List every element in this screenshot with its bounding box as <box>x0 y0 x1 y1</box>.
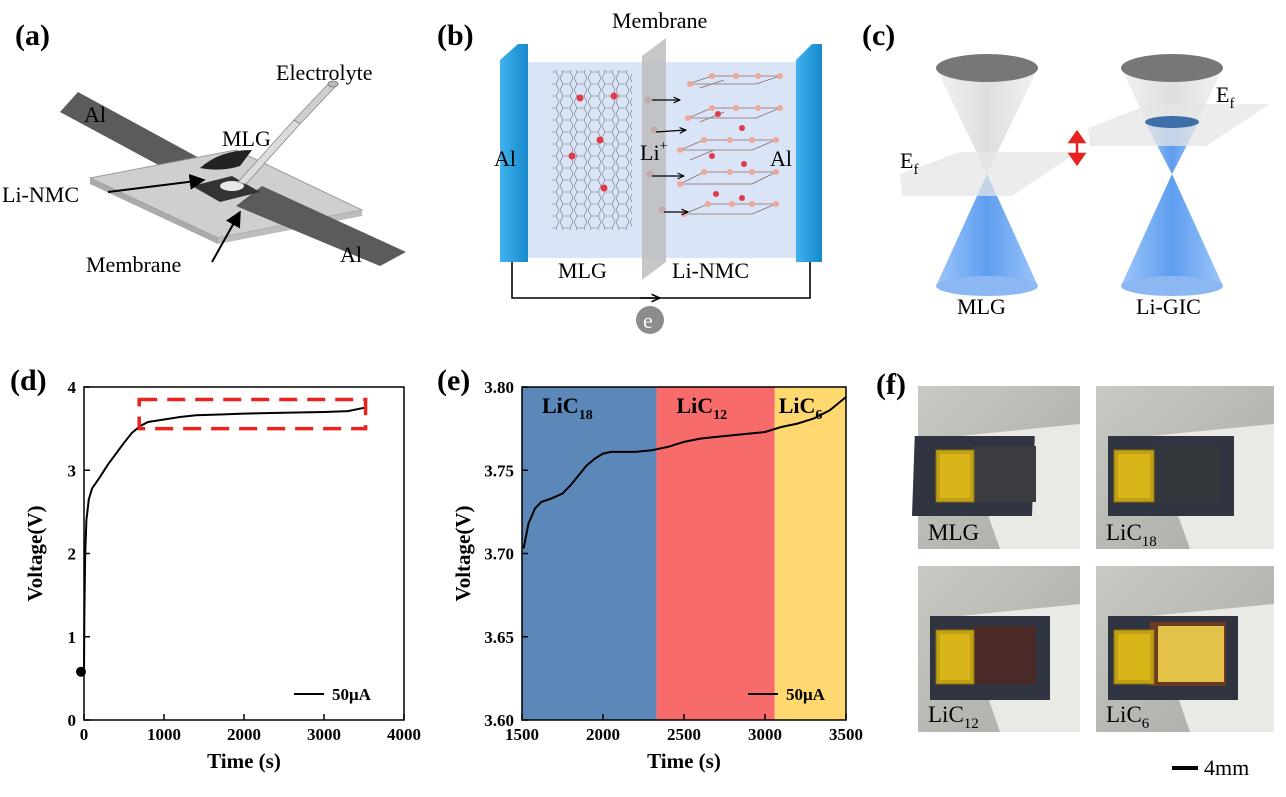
plot-frame <box>83 386 405 721</box>
panel-a-label: (a) <box>15 19 50 52</box>
panel-c-label: (c) <box>862 19 895 52</box>
membrane-top-label: Membrane <box>612 8 707 33</box>
y-axis-title: Voltage(V) <box>451 505 475 601</box>
al-left-label: Al <box>494 146 516 171</box>
electrolyte-label: Electrolyte <box>276 60 373 85</box>
mlg-graphite <box>552 70 632 230</box>
al-electrode-right <box>796 44 822 262</box>
nmc-atoms <box>677 73 783 217</box>
dirac-cone-li-gic <box>1088 54 1270 296</box>
photo-lic12: LiC12 <box>918 566 1080 732</box>
x-tick-label: 3500 <box>829 725 863 744</box>
voltage-curve <box>522 396 847 549</box>
fermi-plane-mlg <box>900 152 1078 196</box>
photo-lic6: LiC6 <box>1096 566 1274 732</box>
x-axis-title: Time (s) <box>647 749 721 773</box>
mlg-flake <box>200 150 252 170</box>
mlg-label: MLG <box>222 126 271 151</box>
y-tick-label: 2 <box>68 545 77 564</box>
y-tick-label: 3.65 <box>484 628 514 647</box>
legend-label: 50μA <box>332 685 372 704</box>
li-plus-label: Li+ <box>640 139 668 165</box>
panel-c: (c) Ef Ef MLG Li-GIC <box>862 19 1270 319</box>
x-tick-label: 2000 <box>586 725 620 744</box>
x-tick-label: 0 <box>80 725 89 744</box>
voltage-curve <box>83 406 365 672</box>
y-tick-label: 3.70 <box>484 545 514 564</box>
panel-f-label: (f) <box>876 368 906 401</box>
panel-e-label: (e) <box>437 364 470 397</box>
photo-mlg-label: MLG <box>928 520 979 545</box>
li-ion-arrows <box>652 100 688 212</box>
photo-mlg: MLG <box>911 386 1080 549</box>
mlg-c-label: MLG <box>957 294 1006 319</box>
x-tick-label: 1000 <box>147 725 181 744</box>
electron-label: e <box>643 308 653 333</box>
photo-lic18: LiC18 <box>1096 386 1274 550</box>
panel-e: (e) LiC18 LiC12 LiC6 1500 2000 2500 3000 3500 3.… <box>437 364 863 773</box>
membrane-arrow <box>211 210 241 263</box>
phase-label-1: LiC12 <box>676 393 727 423</box>
panel-b-label: (b) <box>437 19 474 52</box>
photo-lic6-label: LiC6 <box>1106 702 1150 732</box>
y-tick-label: 3.80 <box>484 378 514 397</box>
phase-region-1 <box>656 387 775 720</box>
y-tick-label: 3 <box>68 461 77 480</box>
y-tick-label: 1 <box>68 628 77 647</box>
membrane-label: Membrane <box>86 252 181 277</box>
phase-label-2: LiC6 <box>779 393 823 423</box>
x-tick-label: 2000 <box>227 725 261 744</box>
x-tick-label: 3000 <box>307 725 341 744</box>
y-tick-label: 3.75 <box>484 461 514 480</box>
panel-f: (f) MLG LiC18 L <box>876 368 1274 780</box>
x-tick-label: 3000 <box>748 725 782 744</box>
dirac-cone-mlg <box>900 54 1078 296</box>
x-axis-title: Time (s) <box>207 749 281 773</box>
al-electrode-left <box>500 44 528 262</box>
y-tick-label: 3.60 <box>484 711 514 730</box>
panel-d-label: (d) <box>10 364 47 397</box>
electron-icon <box>636 306 664 334</box>
al-bottom-label: Al <box>340 242 362 267</box>
plateau-highlight-box <box>137 397 368 431</box>
legend-label: 50μA <box>786 685 826 704</box>
photo-lic12-label: LiC12 <box>928 702 979 732</box>
ef-left-label: Ef <box>900 148 918 178</box>
y-tick-label: 0 <box>68 711 77 730</box>
scale-bar-label: 4mm <box>1204 755 1249 780</box>
li-nmc-b-label: Li-NMC <box>672 258 749 283</box>
panel-a: (a) Electrolyte Al MLG Li-NMC Membrane A… <box>2 19 406 277</box>
photo-lic18-label: LiC18 <box>1106 520 1157 550</box>
y-axis-title: Voltage(V) <box>23 505 47 601</box>
ef-right-label: Ef <box>1216 82 1234 112</box>
mlg-b-label: MLG <box>558 258 607 283</box>
phase-label-0: LiC18 <box>542 393 593 423</box>
chart-e: LiC18 LiC12 LiC6 1500 2000 2500 3000 3500 3.60 3.… <box>451 378 863 773</box>
li-gic-label: Li-GIC <box>1136 294 1201 319</box>
pipette-icon <box>237 80 339 185</box>
li-nmc-arrow <box>107 173 206 193</box>
start-marker <box>76 666 86 677</box>
external-circuit <box>511 262 811 299</box>
x-tick-label: 1500 <box>505 725 539 744</box>
y-tick-label: 4 <box>68 378 77 397</box>
x-tick-label: 2500 <box>667 725 701 744</box>
phase-region-2 <box>774 387 846 720</box>
fermi-shift-arrow <box>1067 129 1087 167</box>
al-top-label: Al <box>84 102 106 127</box>
membrane-sheet <box>642 38 666 280</box>
li-nmc-label: Li-NMC <box>2 182 79 207</box>
x-tick-label: 4000 <box>387 725 421 744</box>
panel-b: (b) Membrane <box>437 8 822 334</box>
phase-region-0 <box>522 387 657 720</box>
al-right-label: Al <box>770 146 792 171</box>
al-strip-bottom <box>236 186 406 266</box>
